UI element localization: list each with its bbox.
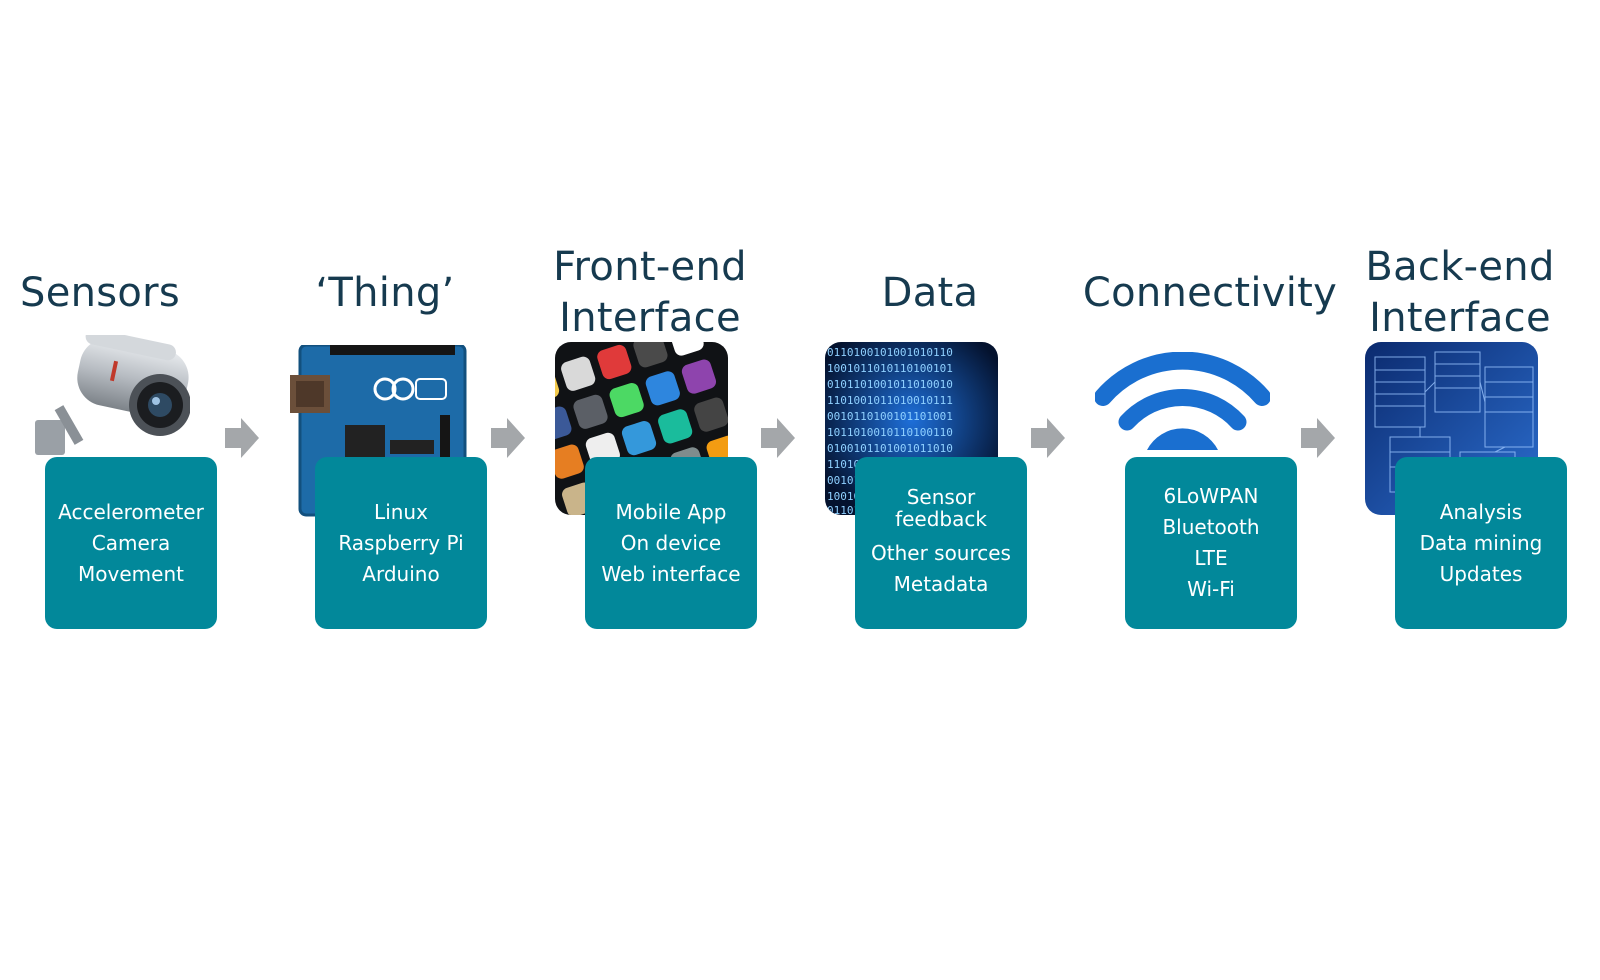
svg-text:1011010010110100110: 1011010010110100110 [827, 426, 953, 439]
list-item: Analysis [1439, 499, 1523, 524]
list-item: Web interface [601, 561, 741, 586]
list-item: Wi-Fi [1187, 577, 1235, 601]
svg-text:0110100101001010110: 0110100101001010110 [827, 346, 953, 359]
list-item: Data mining [1419, 530, 1543, 555]
stage-title-data: Data [881, 270, 979, 316]
wifi-icon [1095, 352, 1270, 450]
list-item: Other sources [871, 541, 1011, 565]
arrow-right-icon [1301, 418, 1335, 458]
stage-title-sensors: Sensors [20, 270, 181, 316]
list-item: Sensor feedback [895, 485, 987, 531]
list-item: 6LoWPAN [1163, 484, 1259, 508]
list-item: On device [620, 530, 722, 555]
stage-title-connectivity: Connectivity [1082, 270, 1338, 316]
stage-title-thing: ‘Thing’ [315, 270, 455, 316]
list-item: Updates [1439, 561, 1523, 586]
arrow-right-icon [1031, 418, 1065, 458]
list-item: Mobile App [615, 499, 727, 524]
svg-text:1001011010110100101: 1001011010110100101 [827, 362, 953, 375]
list-item: Movement [78, 561, 184, 586]
list-item: Linux [374, 499, 428, 524]
list-item: Raspberry Pi [338, 530, 464, 555]
svg-text:1101001011010010111: 1101001011010010111 [827, 394, 953, 407]
list-item: Arduino [362, 561, 440, 586]
list-item: Accelerometer [58, 499, 204, 524]
stage-title-front-end: Front-end Interface [553, 244, 747, 341]
arrow-right-icon [491, 418, 525, 458]
arrow-right-icon [225, 418, 259, 458]
list-item: Camera [91, 530, 171, 555]
arrow-right-icon [761, 418, 795, 458]
stage-box-connectivity: 6LoWPAN Bluetooth LTE Wi-Fi [1125, 457, 1297, 629]
stage-title-back-end: Back-end Interface [1365, 244, 1555, 341]
list-item: LTE [1194, 546, 1228, 570]
svg-text:0010110100101101001: 0010110100101101001 [827, 410, 953, 423]
smartphone-apps-icon [555, 342, 728, 515]
stage-box-data: Sensor feedback Other sources Metadata [855, 457, 1027, 629]
list-item: Metadata [893, 572, 989, 596]
stage-box-thing: Linux Raspberry Pi Arduino [315, 457, 487, 629]
security-camera-icon [35, 335, 190, 455]
svg-text:0101101001011010010: 0101101001011010010 [827, 378, 953, 391]
stage-box-front-end: Mobile App On device Web interface [585, 457, 757, 629]
stage-box-back-end: Analysis Data mining Updates [1395, 457, 1567, 629]
stage-box-sensors: Accelerometer Camera Movement [45, 457, 217, 629]
list-item: Bluetooth [1162, 515, 1260, 539]
svg-text:0100101101001011010: 0100101101001011010 [827, 442, 953, 455]
